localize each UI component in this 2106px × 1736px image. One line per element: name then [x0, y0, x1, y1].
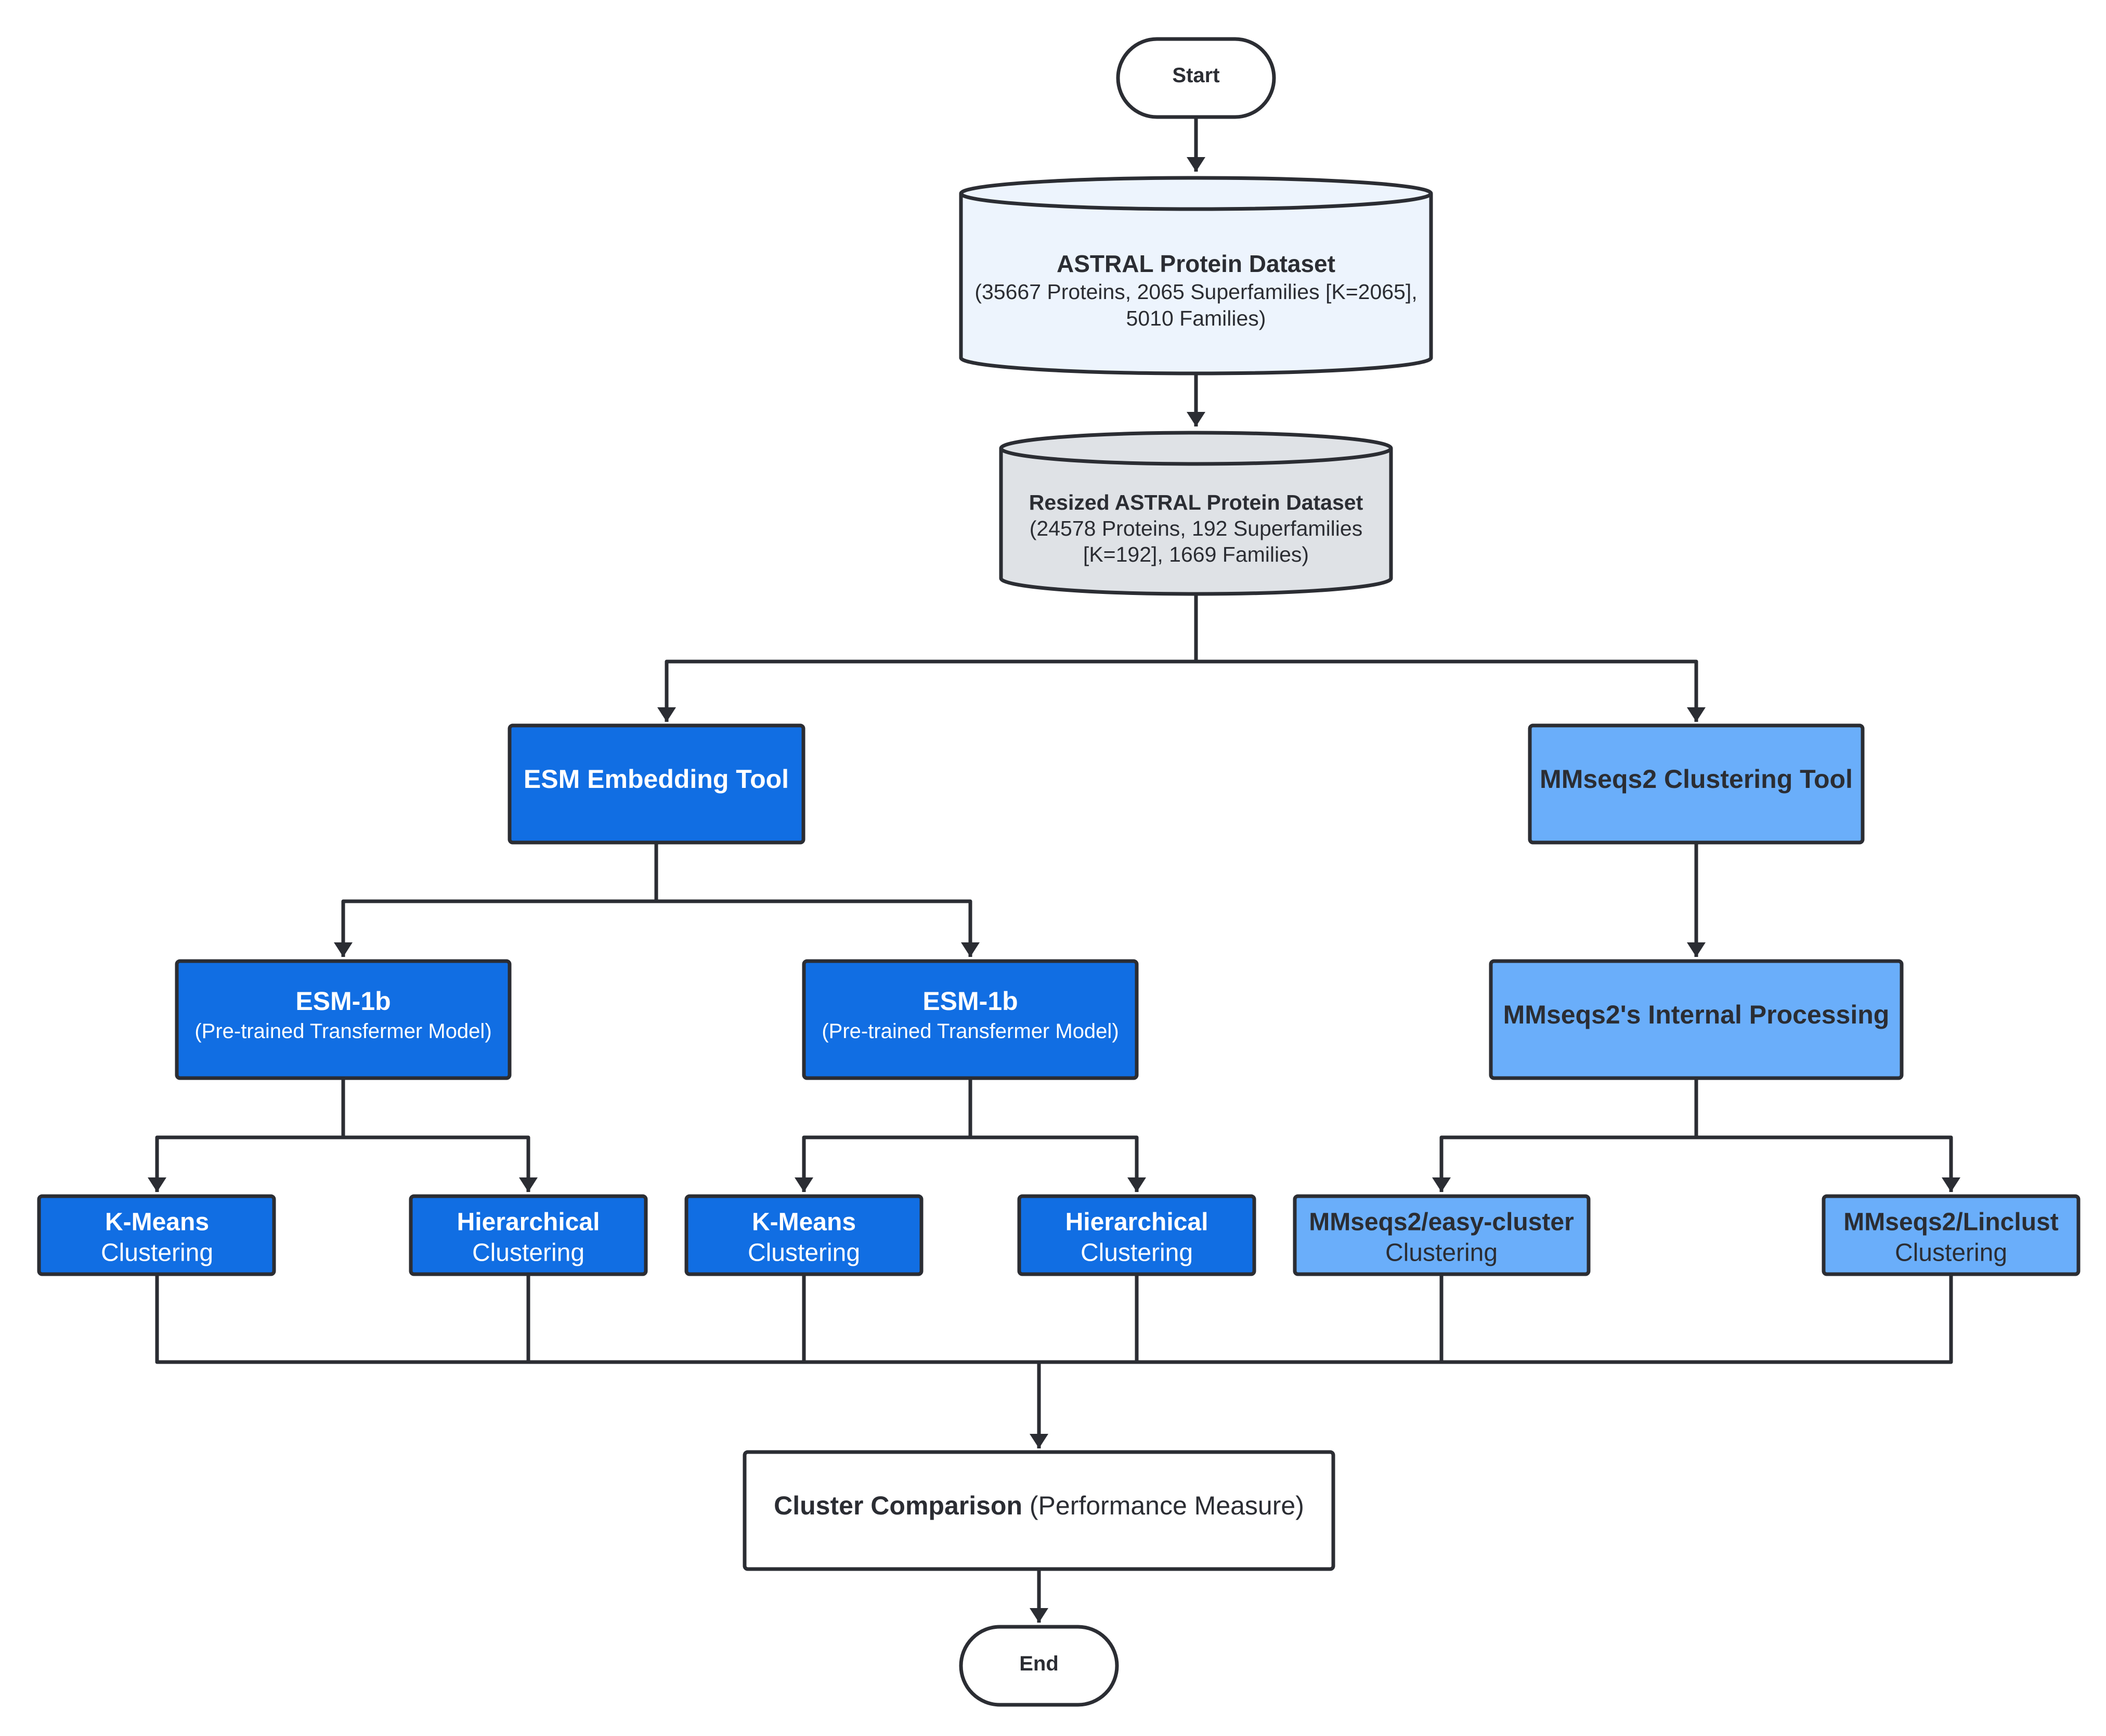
kmeans-clustering-box-2: K-Means Clustering — [684, 1194, 924, 1276]
astral-details-line-1: (35667 Proteins, 2065 Superfamilies [K=2… — [974, 280, 1417, 304]
cluster-comparison-bold: Cluster Comparison — [774, 1491, 1022, 1520]
hier-1-subtitle: Clustering — [472, 1239, 584, 1267]
hierarchical-clustering-box-2: Hierarchical Clustering — [1017, 1194, 1256, 1276]
start-terminator: Start — [1116, 37, 1276, 119]
mmseqs2-easy-cluster-box: MMseqs2/easy-cluster Clustering — [1293, 1194, 1591, 1276]
edge-esm-tool-to-esm1b-right — [656, 899, 980, 957]
mmseqs2-clustering-tool-label: MMseqs2 Clustering Tool — [1540, 765, 1853, 794]
kmeans-1-subtitle: Clustering — [101, 1239, 213, 1267]
astral-dataset-cylinder: ASTRAL Protein Dataset (35667 Proteins, … — [959, 176, 1433, 375]
edge-merge-bus — [155, 1275, 1953, 1364]
kmeans-clustering-box-1: K-Means Clustering — [37, 1194, 276, 1276]
esm1b-right-box: ESM-1b (Pre-trained Transfermer Model) — [802, 959, 1139, 1080]
start-label: Start — [1172, 64, 1219, 87]
esm1b-right-subtitle: (Pre-trained Transfermer Model) — [822, 1020, 1119, 1043]
edge-esm1b-left-to-kmeans-1 — [148, 1079, 345, 1192]
end-label: End — [1019, 1652, 1059, 1675]
mmseqs2-linclust-box: MMseqs2/Linclust Clustering — [1822, 1194, 2081, 1276]
resized-dataset-cylinder: Resized ASTRAL Protein Dataset (24578 Pr… — [999, 431, 1393, 596]
edge-internal-to-linclust — [1696, 1135, 1960, 1192]
edge-resized-to-esm-tool — [657, 592, 1198, 722]
edge-internal-to-easy-cluster — [1432, 1079, 1698, 1192]
hier-2-title: Hierarchical — [1065, 1209, 1208, 1236]
cluster-comparison-box: Cluster Comparison (Performance Measure) — [743, 1450, 1335, 1571]
astral-details-line-2: 5010 Families) — [1126, 306, 1266, 330]
edge-esm1b-left-to-hier-1 — [343, 1135, 538, 1192]
mmseqs2-internal-processing-box: MMseqs2's Internal Processing — [1489, 959, 1904, 1080]
resized-title: Resized ASTRAL Protein Dataset — [1029, 490, 1363, 514]
easy-cluster-title: MMseqs2/easy-cluster — [1309, 1209, 1574, 1236]
esm1b-left-title: ESM-1b — [295, 987, 391, 1016]
cluster-comparison-text: Cluster Comparison (Performance Measure) — [774, 1491, 1304, 1520]
esm-embedding-tool-box: ESM Embedding Tool — [508, 723, 805, 845]
linclust-subtitle: Clustering — [1895, 1239, 2007, 1267]
linclust-title: MMseqs2/Linclust — [1843, 1209, 2058, 1236]
esm1b-right-title: ESM-1b — [922, 987, 1018, 1016]
mmseqs2-internal-processing-label: MMseqs2's Internal Processing — [1503, 1000, 1890, 1029]
edge-esm1b-right-to-kmeans-2 — [795, 1079, 972, 1192]
easy-cluster-subtitle: Clustering — [1385, 1239, 1498, 1267]
edge-resized-to-mmseqs-tool — [1196, 659, 1706, 722]
edge-esm1b-right-to-hier-2 — [970, 1135, 1146, 1192]
esm1b-left-subtitle: (Pre-trained Transfermer Model) — [194, 1020, 491, 1043]
end-terminator: End — [959, 1625, 1119, 1707]
mmseqs2-clustering-tool-box: MMseqs2 Clustering Tool — [1528, 723, 1865, 845]
resized-details-line-2: [K=192], 1669 Families) — [1083, 542, 1309, 566]
kmeans-1-title: K-Means — [105, 1209, 209, 1236]
hier-1-title: Hierarchical — [457, 1209, 600, 1236]
connectors — [148, 119, 1960, 1623]
esm-embedding-tool-label: ESM Embedding Tool — [524, 765, 789, 794]
resized-details-line-1: (24578 Proteins, 192 Superfamilies — [1030, 516, 1362, 540]
esm1b-left-box: ESM-1b (Pre-trained Transfermer Model) — [175, 959, 512, 1080]
edge-esm-tool-to-esm1b-left — [334, 844, 658, 957]
hierarchical-clustering-box-1: Hierarchical Clustering — [409, 1194, 648, 1276]
hier-2-subtitle: Clustering — [1081, 1239, 1193, 1267]
kmeans-2-title: K-Means — [752, 1209, 856, 1236]
cluster-comparison-normal: (Performance Measure) — [1022, 1491, 1304, 1520]
kmeans-2-subtitle: Clustering — [748, 1239, 860, 1267]
astral-title: ASTRAL Protein Dataset — [1057, 250, 1335, 277]
